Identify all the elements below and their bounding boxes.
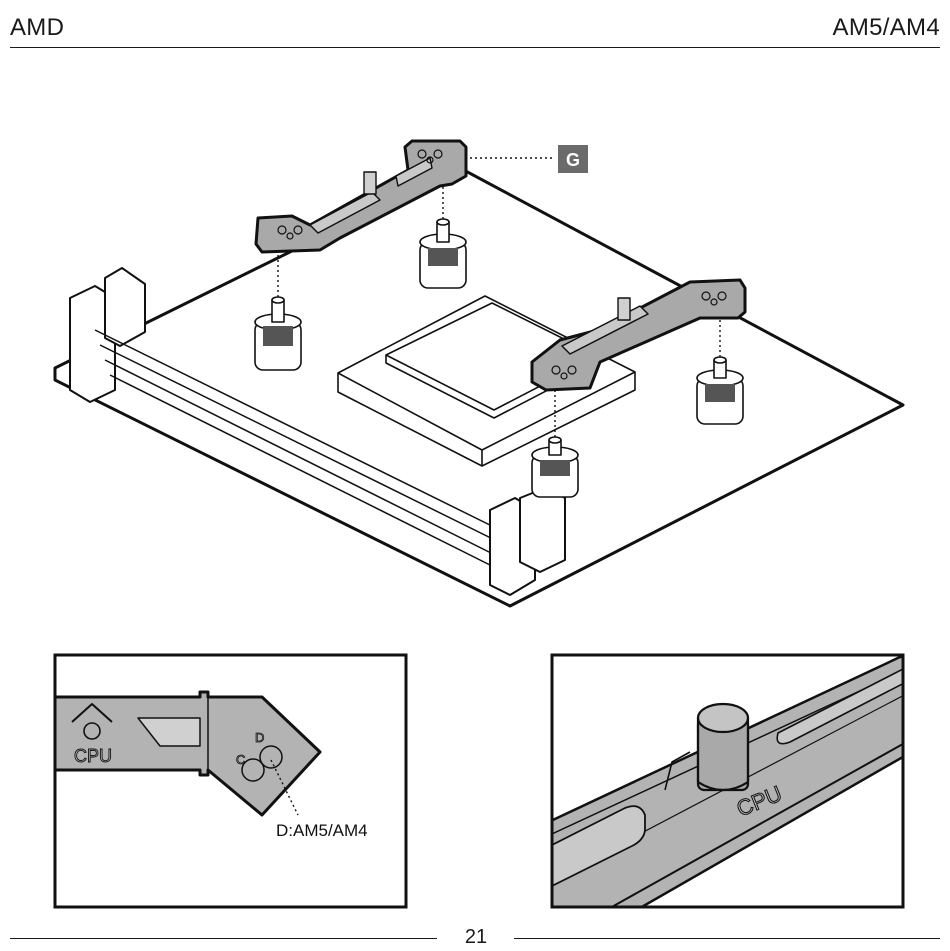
standoff-pin-closeup	[698, 704, 748, 790]
detail-panel-right: CPU	[540, 655, 915, 908]
footer-rule-right	[514, 938, 940, 939]
cpu-label-left: CPU	[74, 746, 112, 766]
part-label-g: G	[566, 150, 580, 170]
mark-c-label: C	[236, 752, 245, 767]
page-number: 21	[440, 926, 512, 949]
motherboard-illustration	[55, 141, 903, 606]
footer-rule-left	[10, 938, 437, 939]
mark-d-label: D	[255, 730, 264, 745]
callout-text-am5-am4: D:AM5/AM4	[276, 821, 368, 840]
detail-panel-left: CPU C D D:AM5/AM4	[40, 655, 406, 907]
